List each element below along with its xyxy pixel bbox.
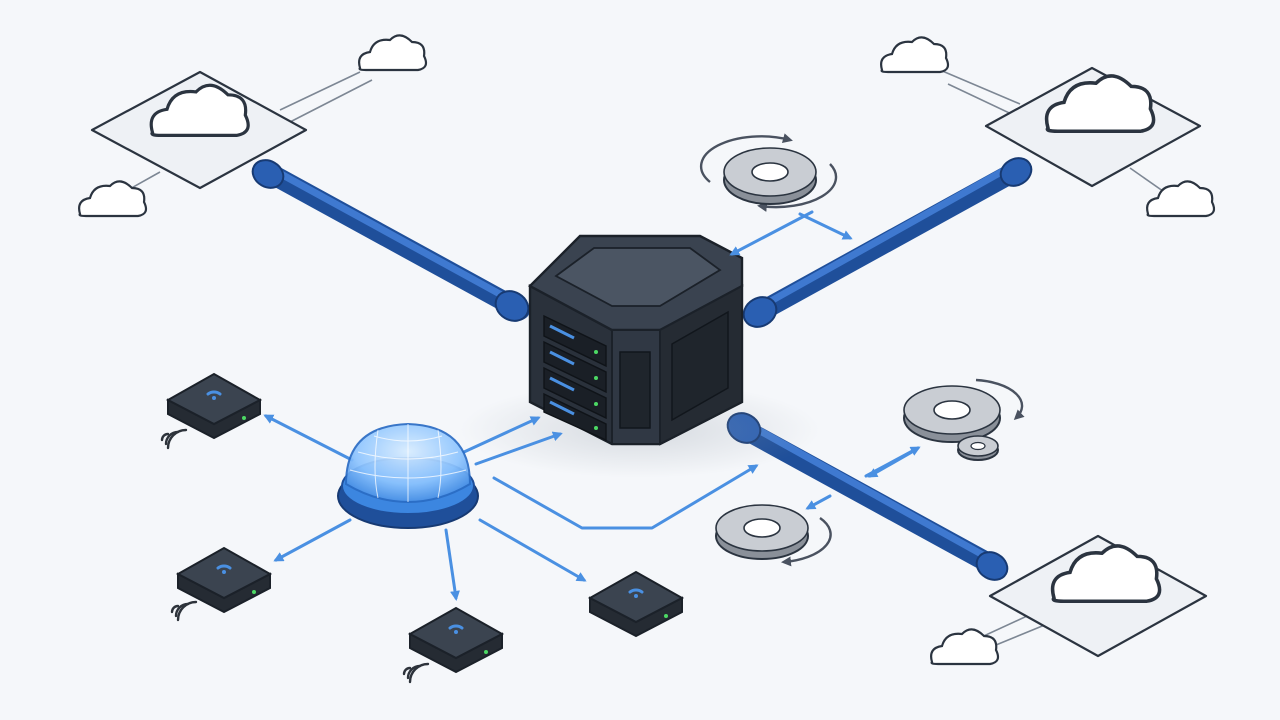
gear-icon [957,435,999,461]
flow-arrows [263,210,921,601]
cloud-panel-top-right [939,66,1202,197]
pipe-top-left [251,159,530,322]
server-hub-icon [528,234,744,446]
gear-icon [699,133,838,212]
wifi-signal-icon [402,662,430,684]
edge-device-icon [175,546,273,614]
wifi-signal-icon [170,600,198,622]
cloud-icon [880,36,950,74]
edge-device-icon [587,570,685,638]
edge-device-icon [407,606,505,674]
gear-icon [903,378,1025,443]
wifi-signal-icon [160,428,188,450]
server-rack-slots [543,314,607,442]
edge-gateway-dome-icon [337,422,479,529]
cloud-icon [358,34,428,72]
edge-device-icon [165,372,263,440]
gear-icon [715,504,832,567]
cloud-icon [78,180,148,218]
pipe-top-right [742,157,1033,328]
cloud-panel-top-left [90,70,373,201]
